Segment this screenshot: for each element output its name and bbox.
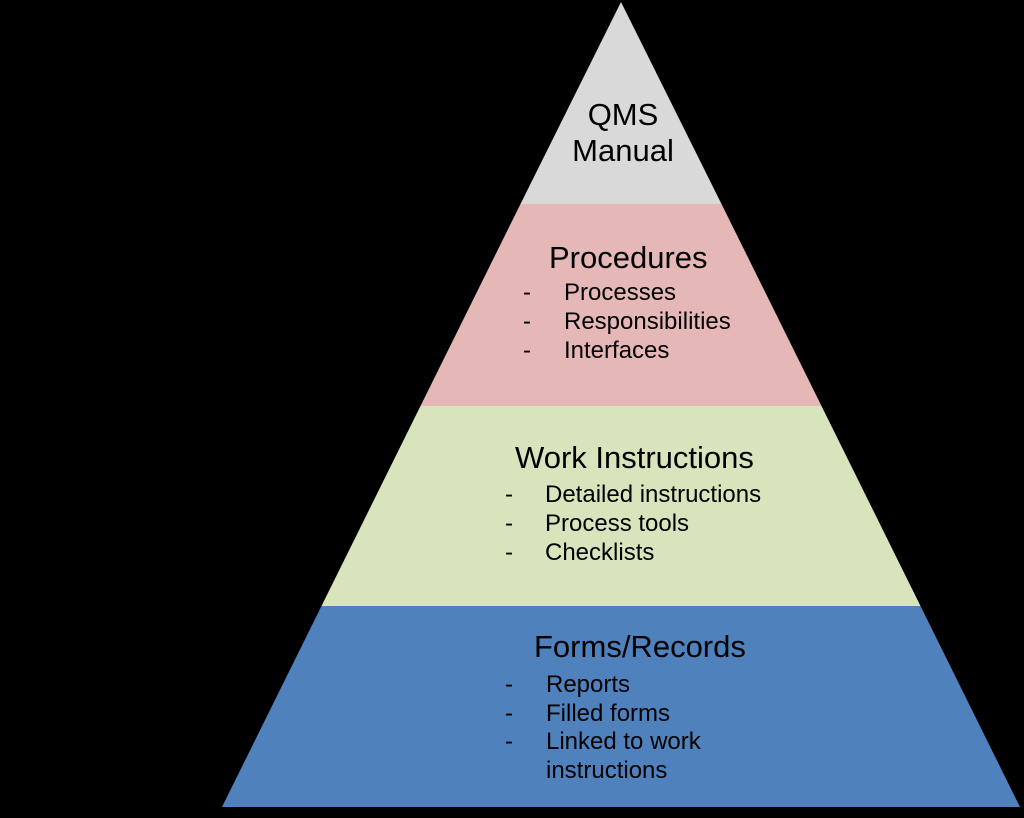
bullet-label: Checklists — [545, 539, 655, 566]
bullet-dash-marker: - — [505, 539, 513, 566]
bullet-item: - Linked to work instructions — [505, 728, 751, 785]
bullet-label: Linked to work instructions — [546, 728, 701, 784]
bullet-dash-marker: - — [505, 699, 513, 727]
level-forms-records-shape — [222, 606, 1020, 807]
bullet-label: Process tools — [545, 510, 690, 537]
bullet-item: - Detailed instructions — [505, 480, 761, 509]
bullet-item: - Checklists — [505, 538, 761, 567]
bullet-dash-marker: - — [505, 671, 513, 698]
bullet-item: - Filled forms — [505, 700, 751, 729]
level-procedures-title: Procedures — [549, 240, 708, 275]
bullet-label: Processes — [564, 279, 677, 306]
bullet-label: Detailed instructions — [545, 481, 762, 508]
level-work-instructions-shape — [321, 406, 921, 606]
bullet-dash-marker: - — [505, 481, 513, 508]
bullet-item: - Responsibilities — [523, 307, 731, 336]
level-procedures-bullets: - Processes - Responsibilities - Interfa… — [523, 278, 731, 365]
bullet-dash-marker: - — [523, 337, 531, 364]
level-work-instructions-title: Work Instructions — [515, 440, 754, 475]
bullet-label: Reports — [546, 671, 631, 698]
bullet-item: - Processes — [523, 278, 731, 307]
bullet-item: - Process tools — [505, 509, 761, 538]
bullet-dash-marker: - — [505, 728, 513, 755]
bullet-dash-marker: - — [523, 308, 531, 335]
bullet-dash-marker: - — [523, 279, 531, 306]
bullet-dash-marker: - — [505, 510, 513, 537]
level-qms-manual-title: QMS Manual — [572, 97, 674, 168]
bullet-label: Responsibilities — [564, 308, 731, 335]
level-qms-manual-shape — [520, 2, 722, 204]
bullet-label: Interfaces — [564, 337, 670, 364]
bullet-item: - Reports — [505, 671, 751, 700]
level-forms-records-bullets: - Reports - Filled forms - Linked to wor… — [505, 671, 751, 785]
level-work-instructions-bullets: - Detailed instructions - Process tools … — [505, 480, 761, 567]
level-forms-records-title: Forms/Records — [534, 629, 746, 664]
bullet-label: Filled forms — [546, 699, 671, 727]
level-procedures-shape — [420, 204, 822, 406]
bullet-item: - Interfaces — [523, 336, 731, 365]
